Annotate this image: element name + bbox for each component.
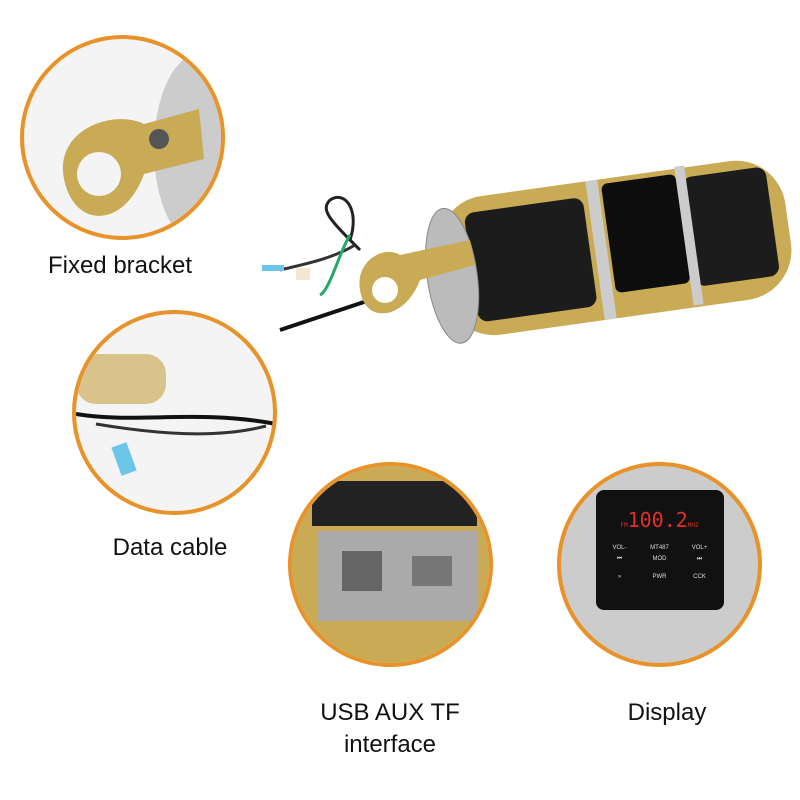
usb-aux-tf-detail <box>288 462 493 667</box>
prev-icon[interactable]: ⏮ <box>616 556 623 562</box>
display-label: Display <box>627 699 707 726</box>
speaker-grille-left <box>464 198 597 322</box>
frequency: 100.2 <box>627 508 688 532</box>
display-detail: FM100.2MHZ VOL- MT487 VOL+ ⏮ MOD ⏭ » PWR… <box>557 462 762 667</box>
model-label: MT487 <box>650 545 669 551</box>
control-panel <box>601 174 690 293</box>
next-icon[interactable]: ⏭ <box>696 556 703 562</box>
usb-aux-tf-label: USB AUX TF interface <box>290 697 490 761</box>
vol-down-button[interactable]: VOL- <box>612 545 627 551</box>
forward-icon[interactable]: » <box>617 574 622 580</box>
cable-plug <box>296 268 310 280</box>
bracket-closeup-image <box>62 54 221 236</box>
usb-aux-tf-label-line2: interface <box>343 731 437 758</box>
data-cable-label: Data cable <box>112 534 228 561</box>
vol-up-button[interactable]: VOL+ <box>691 545 708 551</box>
cables <box>279 196 371 332</box>
frequency-readout: FM100.2MHZ <box>596 508 724 532</box>
freq-unit: MHZ <box>687 522 699 529</box>
mode-button[interactable]: MOD <box>652 556 667 562</box>
data-cable-detail <box>72 310 277 515</box>
band: FM <box>620 522 628 529</box>
fixed-bracket-label: Fixed bracket <box>47 252 193 279</box>
speaker-grille-right <box>682 167 779 286</box>
cable-connector <box>262 265 284 271</box>
clock-button[interactable]: CCK <box>693 574 706 580</box>
interface-closeup-image <box>292 466 489 663</box>
cable-closeup-image <box>76 354 273 476</box>
power-button[interactable]: PWR <box>652 574 667 580</box>
usb-aux-tf-label-line1: USB AUX TF <box>320 699 460 726</box>
fixed-bracket-detail <box>20 35 225 240</box>
lcd-display: FM100.2MHZ VOL- MT487 VOL+ ⏮ MOD ⏭ » PWR… <box>595 490 724 610</box>
